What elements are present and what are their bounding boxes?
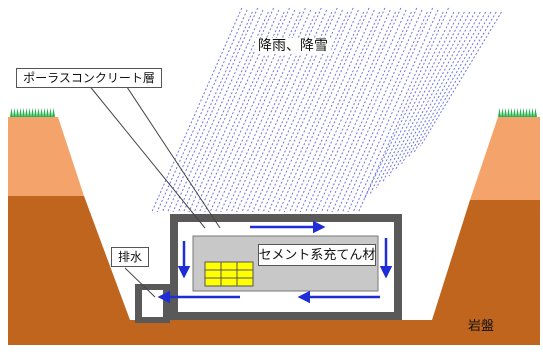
rain-streak [388,11,476,177]
rain-streak [413,11,497,153]
rain-streak [336,11,428,213]
rain-streak [262,7,354,213]
grass-icon [498,108,537,117]
grass-blade [43,108,46,117]
rain-streak [151,7,243,213]
grass-blade [498,108,501,117]
grass-blade [513,108,516,117]
rain-streak [294,7,386,213]
porous-leader-line-2 [124,83,221,229]
rain-streak [167,7,259,213]
grass-blade [528,108,531,117]
rain-streak [310,7,402,213]
grass-blade [534,108,537,117]
grass-blade [519,108,522,117]
rain-streak [407,11,492,159]
grass-blade [525,108,528,117]
cement-fill-label: セメント系充てん材 [258,244,376,266]
porous-concrete-label: ポーラスコンクリート層 [16,68,162,88]
grass-blade [37,108,40,117]
grass-blade [13,108,16,117]
rain-streak [420,11,502,147]
rain-streak [369,11,460,195]
waste-container-grid [204,261,254,287]
grass-blade [22,108,25,117]
rain-streak [347,9,439,213]
grass-blade [531,108,534,117]
grass-blade [16,108,19,117]
rain-streak [278,7,370,213]
rain-streak [342,7,434,213]
grass-blade [516,108,519,117]
rain-streak [156,9,248,213]
grass-blade [34,108,37,117]
rain-streak [352,11,444,213]
rain-streak [382,11,471,183]
rain-streak [375,11,465,189]
grass-blade [31,108,34,117]
rain-streak [177,11,269,213]
bedrock-label: 岩盤 [468,319,495,334]
rain-streak [289,11,381,213]
soil-upper-left [8,117,84,196]
rain-streak [315,9,407,213]
rain-streak [161,11,253,213]
rain-streak [358,7,449,213]
grass-blade [10,108,13,117]
rain-streak [326,7,418,213]
precipitation-label: 降雨、降雪 [255,38,331,54]
rain-streak [273,11,365,213]
drainage-leader-line [124,267,156,298]
grass-icon [10,108,55,117]
rain-streak [320,11,412,213]
grass-blade [46,108,49,117]
drainage-label: 排水 [111,247,149,267]
rain-streak [299,9,391,213]
rainfall-streaks [151,7,502,213]
grass-blade [52,108,55,117]
rain-streak [283,9,375,213]
soil-body [8,196,540,345]
grass-blade [522,108,525,117]
grass-blade [40,108,43,117]
grass-blade [19,108,22,117]
rain-streak [401,11,487,165]
porous-leader-line-1 [87,83,206,229]
rain-streak [363,11,455,201]
grass-blade [510,108,513,117]
rain-streak [172,9,264,213]
grass-blade [507,108,510,117]
grass-blade [504,108,507,117]
rain-streak [305,11,396,213]
rain-streak [394,11,481,171]
rain-streak [257,11,349,213]
grass-blade [25,108,28,117]
grass-blade [49,108,52,117]
rain-streak [267,9,359,213]
rain-streak [331,9,423,213]
grass-blade [28,108,31,117]
grass-blade [501,108,504,117]
soil-upper-right [470,117,540,200]
